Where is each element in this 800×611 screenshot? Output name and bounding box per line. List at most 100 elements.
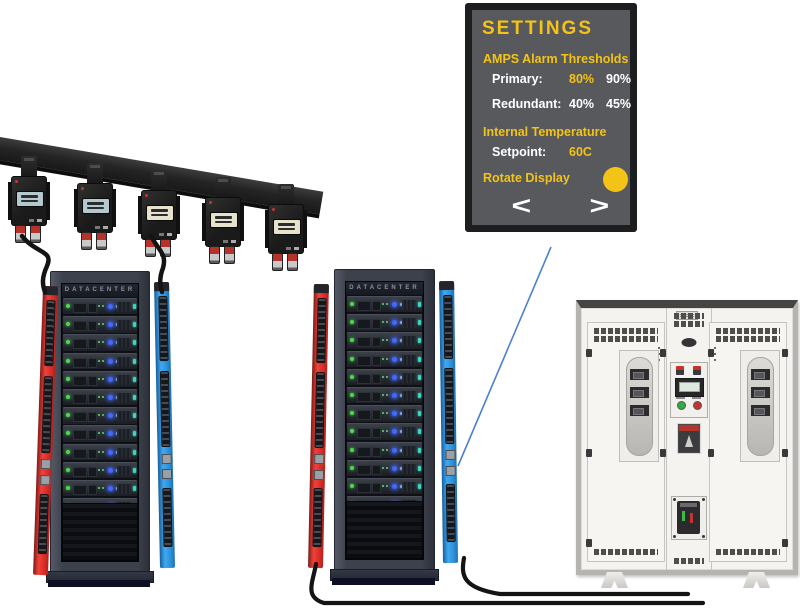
amps-threshold-section-title: AMPS Alarm Thresholds [483, 52, 629, 66]
vent-slots [402, 409, 416, 420]
power-led-icon [350, 429, 354, 434]
control-panel [670, 362, 708, 418]
server-unit [347, 477, 422, 495]
tapoff-label [286, 247, 291, 250]
cabinet-door-left [586, 322, 666, 562]
activity-led-icon [386, 375, 388, 378]
busway-tapoff-box [265, 184, 307, 271]
busway-tapoff-box [202, 177, 244, 264]
control-display [675, 378, 704, 397]
tapoff-mount-stem [21, 156, 37, 180]
busway-tapoff-box [8, 156, 50, 243]
drive-bay [357, 319, 371, 330]
rotate-display-button[interactable] [603, 167, 628, 192]
vent-slots [117, 338, 131, 349]
status-led-icon [400, 484, 403, 488]
start-button[interactable] [677, 401, 686, 410]
outlet-bank [314, 372, 326, 449]
activity-led-icon [382, 393, 384, 396]
breaker [751, 387, 770, 398]
warning-sticker [678, 424, 700, 453]
server-unit [347, 423, 422, 440]
vent-slots [402, 300, 416, 310]
power-led-icon [66, 449, 70, 454]
power-led-icon [350, 483, 354, 488]
vent-slots [117, 465, 131, 476]
pdu-display [314, 454, 325, 465]
drive-bay [357, 337, 371, 348]
tapoff-meter-display [273, 219, 301, 235]
tapoff-label [95, 226, 100, 229]
drive-bay [372, 373, 381, 384]
cabinet-door-right [708, 322, 788, 562]
stop-button[interactable] [693, 401, 702, 410]
activity-led-icon [386, 448, 388, 451]
rail-led-icon [418, 392, 421, 398]
tapoff-meter-display [82, 198, 110, 214]
status-led-icon [400, 303, 403, 306]
server-unit [63, 461, 137, 479]
activity-led-icon [382, 357, 384, 360]
rail-led-icon [133, 431, 136, 437]
tapoff-meter-display [146, 205, 174, 221]
next-arrow-button[interactable]: > [589, 192, 610, 220]
drive-bay [88, 321, 97, 332]
main-breaker-panel [671, 496, 707, 540]
power-led-icon [66, 467, 70, 472]
outlet-bank [158, 296, 169, 362]
door-latch [708, 349, 714, 357]
status-led-icon [209, 201, 212, 204]
drive-bay [357, 391, 371, 402]
setpoint-label: Setpoint: [492, 145, 547, 159]
drive-bay [357, 410, 371, 421]
server-unit [347, 332, 422, 349]
vent-slots [117, 411, 131, 422]
status-led-icon [108, 304, 113, 309]
status-led-icon [272, 208, 275, 211]
door-hinge [586, 539, 592, 547]
server-unit [347, 296, 422, 313]
prev-arrow-button[interactable]: < [511, 192, 532, 220]
rail-led-icon [133, 413, 136, 419]
status-led-icon [392, 338, 397, 344]
breaker-capsule [626, 357, 653, 456]
activity-led-icon [386, 393, 388, 396]
activity-led-icon [382, 430, 384, 433]
power-led-icon [66, 322, 70, 327]
door-latch [708, 449, 714, 457]
door-hinge [782, 539, 788, 547]
activity-led-icon [102, 341, 104, 344]
vent-slots [117, 320, 131, 331]
tapoff-mount-stem [151, 170, 167, 194]
server-unit [347, 459, 422, 477]
drive-bay [372, 410, 381, 421]
tapoff-label [294, 247, 299, 250]
drive-bay [88, 484, 97, 495]
server-unit [347, 350, 422, 367]
screw-dots [714, 347, 716, 361]
status-led-icon [108, 467, 113, 473]
pdu-display [40, 459, 52, 470]
activity-led-icon [386, 303, 388, 305]
rail-led-icon [418, 338, 421, 344]
tapoff-mount-stem [215, 177, 231, 201]
door-hinge [586, 349, 592, 357]
status-led-icon [400, 466, 403, 470]
drive-bay [73, 430, 87, 441]
server-unit [347, 314, 422, 331]
setpoint-value: 60C [569, 145, 592, 159]
button-label [676, 397, 685, 399]
indicator-lamp [693, 366, 701, 375]
power-connector [160, 239, 171, 257]
status-led-icon [108, 322, 113, 328]
rail-led-icon [418, 302, 421, 307]
drive-bay [88, 357, 97, 368]
drive-bay [73, 375, 87, 386]
drive-bay [88, 466, 97, 477]
activity-led-icon [98, 395, 100, 398]
primary-threshold-2: 90% [606, 72, 632, 86]
drive-bay [357, 373, 371, 384]
activity-led-icon [102, 323, 104, 326]
activity-led-icon [98, 359, 100, 362]
button-label [692, 397, 701, 399]
